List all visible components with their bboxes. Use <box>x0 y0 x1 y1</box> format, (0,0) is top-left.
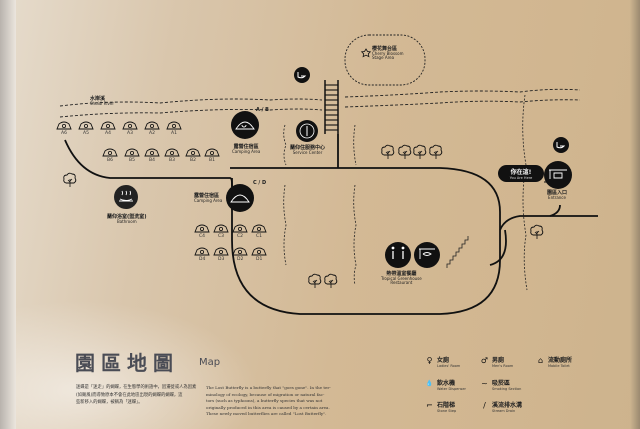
service-center-label[interactable]: 蘭仰住服務中心 Service Center <box>290 145 326 156</box>
tent-a4[interactable]: A4 <box>105 131 111 136</box>
entrance-icon <box>544 161 572 189</box>
tent-b4[interactable]: B4 <box>149 158 155 163</box>
mobile-toilet-icon <box>553 137 569 153</box>
toilet-icon <box>294 67 310 83</box>
restaurant-label[interactable]: 熱帶溫室餐廳 Tropical Greenhouse Restaurant <box>381 271 422 286</box>
tent-c1[interactable]: C1 <box>256 234 263 239</box>
zone-cd-label: C / D <box>253 180 267 186</box>
river <box>59 88 581 118</box>
tent-a5[interactable]: A5 <box>83 131 89 136</box>
tent-d2[interactable]: D2 <box>237 257 244 262</box>
mens-room-icon: ♂ <box>480 356 489 365</box>
tent-d1[interactable]: D1 <box>256 257 263 262</box>
camping-cd-icon <box>226 184 254 212</box>
smoking-section-icon: ~ <box>481 379 488 388</box>
ladies-room-icon: ♀ <box>426 356 433 365</box>
stage-area-label[interactable]: 櫻花舞台區 Cherry Blossom Stage Area <box>372 46 404 61</box>
camping-cd-label[interactable]: 露營住宿區 Camping Area <box>194 193 223 204</box>
stairs <box>446 236 469 268</box>
tent-c4[interactable]: C4 <box>199 234 206 239</box>
tent-a3[interactable]: A3 <box>127 131 133 136</box>
tent-a2[interactable]: A2 <box>149 131 155 136</box>
stone-step-icon: ⌐ <box>426 401 433 410</box>
paths <box>64 134 598 315</box>
stream-drain-icon: / <box>483 401 486 410</box>
mobile-toilet-icon: ⌂ <box>537 356 544 365</box>
camping-ab-label[interactable]: 露營住宿區 Camping Area <box>232 144 261 155</box>
tents-ab <box>56 121 220 157</box>
water-dispenser-icon: 💧 <box>425 380 434 387</box>
flower-icon <box>360 48 372 58</box>
board-frame-left <box>0 0 16 429</box>
tent-b2[interactable]: B2 <box>190 158 196 163</box>
bridge <box>324 80 339 134</box>
tent-b3[interactable]: B3 <box>169 158 175 163</box>
zone-ab-label: A / B <box>256 107 269 113</box>
stage-area-outline <box>344 34 426 86</box>
description-en: The Lost Butterfly is a butterfly that "… <box>206 385 331 417</box>
stream-drains <box>283 94 528 291</box>
you-are-here-marker: 你在這! You Are Here <box>498 165 544 182</box>
tent-c3[interactable]: C3 <box>218 234 225 239</box>
restaurant-icon <box>414 242 440 268</box>
board-frame-right <box>630 0 640 429</box>
tent-c2[interactable]: C2 <box>237 234 244 239</box>
tent-b5[interactable]: B5 <box>129 158 135 163</box>
page-title-en: Map <box>199 357 221 368</box>
tent-a6[interactable]: A6 <box>61 131 67 136</box>
tents-cd <box>194 224 267 256</box>
bathroom-icon <box>114 185 138 209</box>
river-label: 水岸溪 Shuidi River <box>90 96 115 107</box>
tent-d4[interactable]: D4 <box>199 257 206 262</box>
page-title: 園區地圖 <box>75 351 179 375</box>
description-zh: 迷蝶是「迷走」的蝴蝶，在生態學的術語中，因遷徙或人為因素 (如颱風)而導致原本不… <box>76 385 197 405</box>
bathroom-label[interactable]: 蘭仰浴室(盥洗室) Bathroom <box>107 214 147 225</box>
restrooms-icon <box>385 242 411 268</box>
tent-d3[interactable]: D3 <box>218 257 225 262</box>
tent-b1[interactable]: B1 <box>209 158 215 163</box>
entrance-label[interactable]: 園區入口 Entrance <box>547 190 568 201</box>
tent-b6[interactable]: B6 <box>107 158 113 163</box>
camping-ab-icon <box>231 111 259 139</box>
tent-a1[interactable]: A1 <box>171 131 177 136</box>
